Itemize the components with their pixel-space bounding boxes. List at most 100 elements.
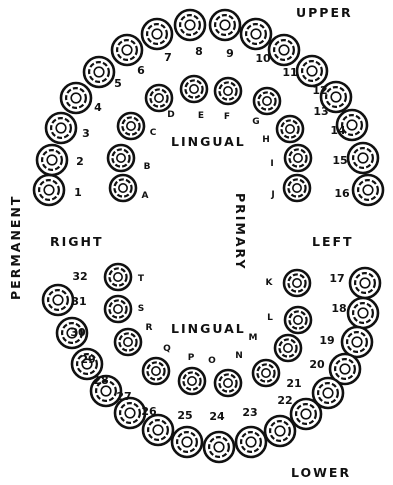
primary-tooth-letter-C: C [150, 128, 157, 138]
primary-label: PRIMARY [233, 193, 248, 271]
primary-tooth-I [285, 145, 311, 171]
permanent-tooth-27 [143, 415, 173, 445]
primary-tooth-T [105, 264, 131, 290]
primary-tooth-letter-H: H [262, 135, 270, 145]
left-label: LEFT [312, 234, 354, 249]
primary-tooth-F [215, 78, 241, 104]
permanent-tooth-number-15: 15 [332, 154, 347, 167]
primary-tooth-letter-G: G [252, 117, 259, 127]
permanent-tooth-number-9: 9 [226, 47, 234, 60]
permanent-tooth-24 [236, 427, 266, 457]
primary-tooth-C [118, 113, 144, 139]
primary-tooth-K [284, 270, 310, 296]
primary-tooth-letter-N: N [235, 351, 243, 361]
permanent-tooth-number-25: 25 [177, 409, 192, 422]
permanent-tooth-22 [291, 399, 321, 429]
permanent-tooth-number-19: 19 [319, 334, 334, 347]
permanent-tooth-7 [142, 19, 172, 49]
permanent-tooth-number-11: 11 [282, 66, 297, 79]
primary-tooth-Q [143, 358, 169, 384]
permanent-tooth-number-29: 29 [80, 353, 95, 366]
primary-tooth-M [275, 335, 301, 361]
primary-tooth-P [179, 368, 205, 394]
permanent-tooth-number-17: 17 [329, 272, 344, 285]
permanent-tooth-number-8: 8 [195, 45, 203, 58]
permanent-tooth-number-21: 21 [286, 377, 301, 390]
permanent-tooth-number-2: 2 [76, 155, 84, 168]
primary-tooth-letter-L: L [267, 313, 273, 323]
permanent-tooth-32 [43, 285, 73, 315]
permanent-tooth-11 [269, 35, 299, 65]
lingual-lower-label: LINGUAL [171, 321, 246, 336]
primary-tooth-letter-M: M [249, 333, 258, 343]
primary-tooth-letter-J: J [270, 190, 274, 200]
right-label: RIGHT [50, 234, 104, 249]
upper-label: UPPER [296, 5, 353, 20]
permanent-tooth-number-12: 12 [312, 84, 327, 97]
permanent-tooth-9 [210, 10, 240, 40]
permanent-tooth-number-27: 27 [116, 390, 131, 403]
permanent-tooth-25 [204, 432, 234, 462]
permanent-tooth-17 [350, 268, 380, 298]
primary-tooth-L [285, 307, 311, 333]
primary-tooth-letter-P: P [188, 353, 195, 363]
primary-tooth-letter-D: D [167, 110, 174, 120]
lingual-upper-label: LINGUAL [171, 134, 246, 149]
permanent-tooth-number-28: 28 [93, 374, 108, 387]
permanent-tooth-number-4: 4 [94, 101, 102, 114]
permanent-tooth-number-16: 16 [334, 187, 350, 200]
permanent-tooth-number-23: 23 [242, 406, 257, 419]
primary-tooth-H [277, 116, 303, 142]
permanent-tooth-16 [353, 175, 383, 205]
primary-tooth-R [115, 329, 141, 355]
lower-label: LOWER [291, 465, 351, 480]
permanent-tooth-2 [37, 145, 67, 175]
primary-tooth-letter-S: S [138, 304, 144, 314]
primary-tooth-S [105, 296, 131, 322]
permanent-label: PERMANENT [8, 195, 23, 300]
primary-tooth-letter-E: E [198, 111, 204, 121]
primary-tooth-letter-A: A [142, 191, 149, 201]
permanent-tooth-1 [34, 175, 64, 205]
primary-tooth-O [215, 370, 241, 396]
primary-tooth-letter-Q: Q [163, 344, 171, 354]
primary-tooth-A [110, 175, 136, 201]
permanent-tooth-number-31: 31 [71, 295, 86, 308]
permanent-tooth-8 [175, 10, 205, 40]
primary-tooth-letter-T: T [138, 274, 145, 284]
permanent-tooth-number-3: 3 [82, 127, 90, 140]
permanent-tooth-number-14: 14 [330, 124, 346, 137]
primary-tooth-J [284, 175, 310, 201]
permanent-tooth-26 [172, 427, 202, 457]
permanent-tooth-19 [342, 327, 372, 357]
primary-tooth-E [181, 76, 207, 102]
primary-tooth-G [254, 88, 280, 114]
permanent-tooth-3 [46, 113, 76, 143]
permanent-tooth-4 [61, 83, 91, 113]
permanent-tooth-number-7: 7 [164, 51, 172, 64]
permanent-tooth-18 [348, 298, 378, 328]
permanent-tooth-5 [84, 57, 114, 87]
primary-tooth-letter-R: R [146, 323, 153, 333]
permanent-tooth-15 [348, 143, 378, 173]
permanent-tooth-number-24: 24 [209, 410, 225, 423]
primary-tooth-N [253, 360, 279, 386]
primary-tooth-letter-F: F [224, 112, 230, 122]
permanent-tooth-10 [241, 19, 271, 49]
permanent-tooth-12 [297, 56, 327, 86]
permanent-tooth-number-32: 32 [72, 270, 87, 283]
permanent-tooth-23 [265, 416, 295, 446]
permanent-tooth-number-5: 5 [114, 77, 122, 90]
primary-tooth-B [108, 145, 134, 171]
primary-tooth-letter-O: O [208, 356, 216, 366]
permanent-tooth-number-6: 6 [137, 64, 145, 77]
permanent-tooth-number-10: 10 [255, 52, 271, 65]
permanent-tooth-number-1: 1 [74, 186, 82, 199]
primary-tooth-letter-K: K [266, 278, 274, 288]
permanent-tooth-number-18: 18 [331, 302, 346, 315]
primary-tooth-letter-I: I [270, 159, 273, 169]
permanent-tooth-6 [112, 35, 142, 65]
permanent-tooth-number-30: 30 [70, 326, 86, 339]
permanent-tooth-number-13: 13 [313, 105, 328, 118]
